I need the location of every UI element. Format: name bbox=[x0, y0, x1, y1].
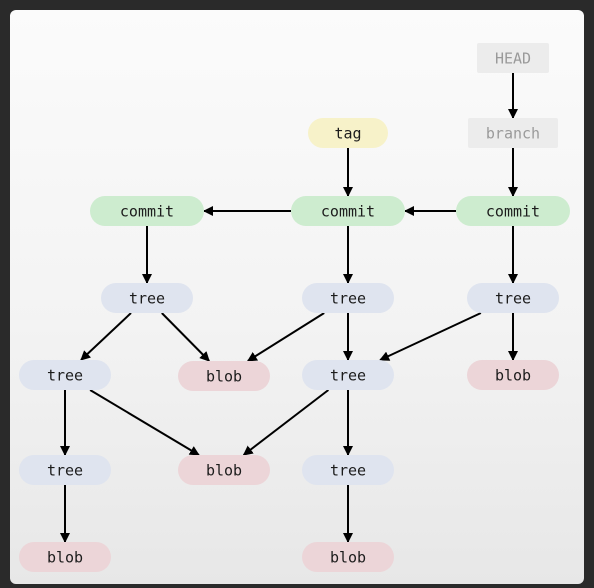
node-tree4-box bbox=[19, 360, 111, 390]
node-branch-box bbox=[468, 118, 558, 148]
node-tree6-label: tree bbox=[47, 462, 83, 480]
git-object-graph-svg: HEAD branch tag commit commit commit tree tree t… bbox=[19, 43, 570, 572]
node-tree4-label: tree bbox=[47, 367, 83, 385]
node-commit1: commit bbox=[90, 196, 204, 226]
node-tree6: tree bbox=[19, 455, 111, 485]
node-tree3-label: tree bbox=[495, 290, 531, 308]
node-tag-box bbox=[308, 118, 388, 148]
node-tree5-label: tree bbox=[330, 367, 366, 385]
edge-tree1-to-blob1 bbox=[161, 312, 210, 362]
node-commit2-box bbox=[291, 196, 405, 226]
node-blob2-label: blob bbox=[495, 367, 531, 385]
edge-tree4-to-blob3 bbox=[89, 389, 200, 456]
node-branch: branch bbox=[468, 118, 558, 148]
node-blob3: blob bbox=[178, 455, 270, 485]
node-blob5: blob bbox=[302, 542, 394, 572]
edge-tree5-to-blob3 bbox=[242, 389, 330, 456]
node-commit3: commit bbox=[456, 196, 570, 226]
node-tree3-box bbox=[467, 283, 559, 313]
node-tag: tag bbox=[308, 118, 388, 148]
node-blob5-box bbox=[302, 542, 394, 572]
node-tree7-box bbox=[302, 455, 394, 485]
node-head-box bbox=[477, 43, 549, 73]
node-commit2: commit bbox=[291, 196, 405, 226]
node-tree5: tree bbox=[302, 360, 394, 390]
node-blob5-label: blob bbox=[330, 549, 366, 567]
node-head-label: HEAD bbox=[495, 50, 531, 68]
node-blob4-box bbox=[19, 542, 111, 572]
node-blob2: blob bbox=[467, 360, 559, 390]
node-commit1-box bbox=[90, 196, 204, 226]
node-tree2-label: tree bbox=[330, 290, 366, 308]
edge-tree3-to-tree5 bbox=[379, 312, 482, 361]
node-tree5-box bbox=[302, 360, 394, 390]
node-blob3-box bbox=[178, 455, 270, 485]
edge-tree2-to-blob1 bbox=[246, 312, 325, 362]
node-commit1-label: commit bbox=[120, 203, 174, 221]
node-tree4: tree bbox=[19, 360, 111, 390]
node-tree3: tree bbox=[467, 283, 559, 313]
node-commit3-label: commit bbox=[486, 203, 540, 221]
node-blob4-label: blob bbox=[47, 549, 83, 567]
node-blob3-label: blob bbox=[206, 462, 242, 480]
node-tree7-label: tree bbox=[330, 462, 366, 480]
node-branch-label: branch bbox=[486, 125, 540, 143]
node-tree6-box bbox=[19, 455, 111, 485]
node-tree1-box bbox=[101, 283, 193, 313]
node-blob1-box bbox=[178, 361, 270, 391]
node-tree2: tree bbox=[302, 283, 394, 313]
node-tree7: tree bbox=[302, 455, 394, 485]
node-blob4: blob bbox=[19, 542, 111, 572]
node-tree1: tree bbox=[101, 283, 193, 313]
node-blob1: blob bbox=[178, 361, 270, 391]
git-object-graph: HEAD branch tag commit commit commit tree tree t… bbox=[10, 10, 584, 584]
nodes-layer: HEAD branch tag commit commit commit tree tree t… bbox=[19, 43, 570, 572]
edge-tree1-to-tree4 bbox=[80, 312, 132, 361]
node-tag-label: tag bbox=[334, 125, 361, 143]
node-tree1-label: tree bbox=[129, 290, 165, 308]
node-commit3-box bbox=[456, 196, 570, 226]
node-commit2-label: commit bbox=[321, 203, 375, 221]
node-head: HEAD bbox=[477, 43, 549, 73]
node-blob2-box bbox=[467, 360, 559, 390]
edges-layer bbox=[60, 73, 518, 543]
node-tree2-box bbox=[302, 283, 394, 313]
node-blob1-label: blob bbox=[206, 368, 242, 386]
